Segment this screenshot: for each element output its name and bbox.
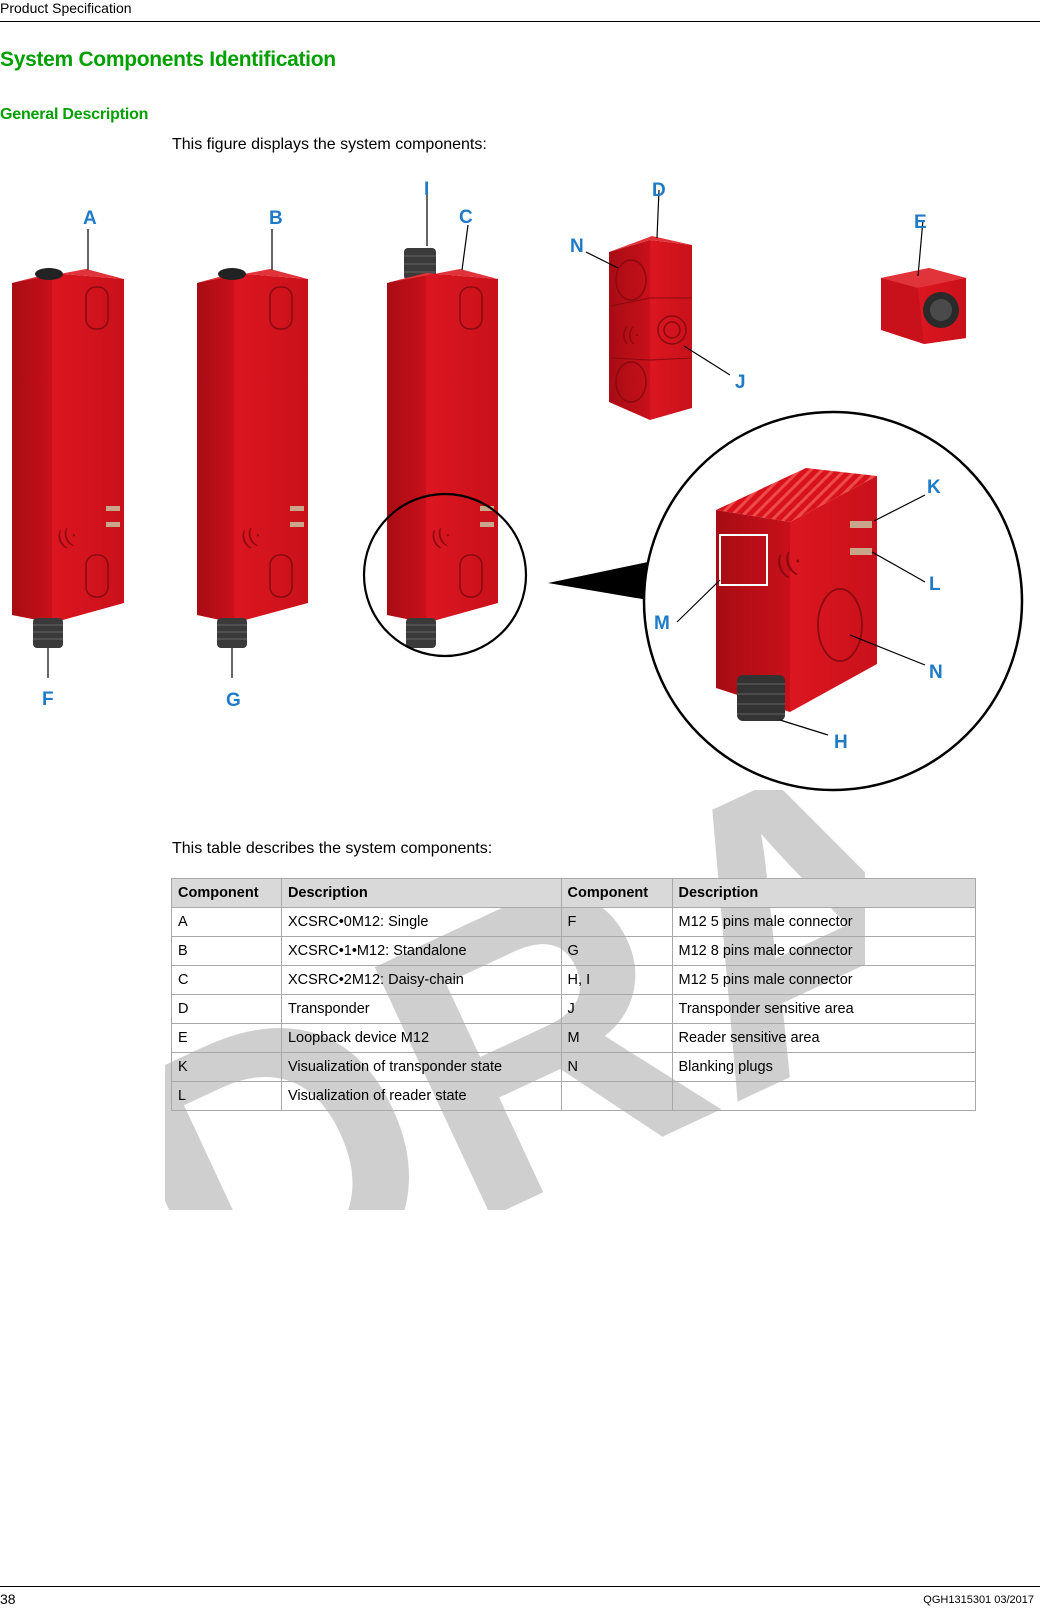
- device-e-loopback: [881, 219, 966, 344]
- table-row: K Visualization of transponder state N B…: [171, 1052, 976, 1082]
- table-cell: XCSRC•0M12: Single: [280, 907, 562, 937]
- table-header-row: Component Description Component Descript…: [171, 878, 976, 908]
- page-number: 38: [0, 1591, 16, 1607]
- device-a-single-reader: ((·: [12, 229, 124, 678]
- callout-a: A: [83, 208, 97, 229]
- column-header: Component: [560, 878, 673, 908]
- zoom-detail-view: ((·: [642, 410, 1024, 792]
- table-cell: J: [560, 994, 673, 1024]
- table-cell: Blanking plugs: [671, 1052, 976, 1082]
- callout-c: C: [459, 207, 473, 228]
- table-row: E Loopback device M12 M Reader sensitive…: [171, 1023, 976, 1053]
- callout-k: K: [927, 477, 941, 498]
- column-header: Description: [671, 878, 976, 908]
- footer-rule: [0, 1586, 1040, 1587]
- table-cell: [560, 1081, 673, 1111]
- column-header: Description: [280, 878, 562, 908]
- table-cell: M: [560, 1023, 673, 1053]
- callout-i: I: [424, 179, 429, 200]
- callout-m: M: [654, 613, 670, 634]
- table-row: B XCSRC•1•M12: Standalone G M12 8 pins m…: [171, 936, 976, 966]
- table-cell: Transponder sensitive area: [671, 994, 976, 1024]
- callout-f: F: [42, 689, 54, 710]
- table-cell: [671, 1081, 976, 1111]
- callout-g: G: [226, 690, 241, 711]
- table-cell: C: [171, 965, 282, 995]
- figure-intro-text: This figure displays the system componen…: [172, 136, 487, 153]
- callout-n-transponder: N: [570, 236, 584, 257]
- callout-j: J: [735, 372, 746, 393]
- table-cell: K: [171, 1052, 282, 1082]
- table-cell: G: [560, 936, 673, 966]
- table-row: A XCSRC•0M12: Single F M12 5 pins male c…: [171, 907, 976, 937]
- running-header: Product Specification: [0, 0, 132, 16]
- callout-b: B: [269, 208, 283, 229]
- table-cell: Transponder: [280, 994, 562, 1024]
- table-cell: E: [171, 1023, 282, 1053]
- column-header: Component: [171, 878, 282, 908]
- table-cell: M12 5 pins male connector: [671, 907, 976, 937]
- table-cell: M12 5 pins male connector: [671, 965, 976, 995]
- table-cell: H, I: [560, 965, 673, 995]
- table-row: C XCSRC•2M12: Daisy-chain H, I M12 5 pin…: [171, 965, 976, 995]
- table-cell: Reader sensitive area: [671, 1023, 976, 1053]
- table-cell: B: [171, 936, 282, 966]
- table-cell: M12 8 pins male connector: [671, 936, 976, 966]
- table-cell: Loopback device M12: [280, 1023, 562, 1053]
- device-d-transponder: ((·: [585, 189, 731, 420]
- callout-l: L: [929, 574, 941, 595]
- callout-n-detail: N: [929, 662, 943, 683]
- table-cell: Visualization of transponder state: [280, 1052, 562, 1082]
- table-cell: A: [171, 907, 282, 937]
- section-title: System Components Identification: [0, 48, 336, 71]
- system-components-figure: ((· ((· ((·: [12, 179, 1024, 792]
- table-row: L Visualization of reader state: [171, 1081, 976, 1111]
- table-cell: XCSRC•1•M12: Standalone: [280, 936, 562, 966]
- table-cell: L: [171, 1081, 282, 1111]
- document-code: QGH1315301 03/2017: [923, 1594, 1034, 1606]
- callout-e: E: [914, 212, 927, 233]
- header-rule: [0, 21, 1040, 22]
- zoom-pointer: [548, 562, 648, 600]
- callout-h: H: [834, 732, 848, 753]
- components-table: Component Description Component Descript…: [171, 878, 976, 1111]
- table-cell: XCSRC•2M12: Daisy-chain: [280, 965, 562, 995]
- svg-text:((·: ((·: [622, 324, 640, 344]
- table-cell: F: [560, 907, 673, 937]
- table-cell: N: [560, 1052, 673, 1082]
- device-c-daisy-chain-reader: ((·: [362, 195, 528, 658]
- device-b-standalone-reader: ((·: [197, 229, 308, 678]
- table-intro-text: This table describes the system componen…: [172, 840, 493, 857]
- subsection-title: General Description: [0, 106, 149, 123]
- table-cell: D: [171, 994, 282, 1024]
- table-row: D Transponder J Transponder sensitive ar…: [171, 994, 976, 1024]
- callout-d: D: [652, 180, 666, 201]
- table-cell: Visualization of reader state: [280, 1081, 562, 1111]
